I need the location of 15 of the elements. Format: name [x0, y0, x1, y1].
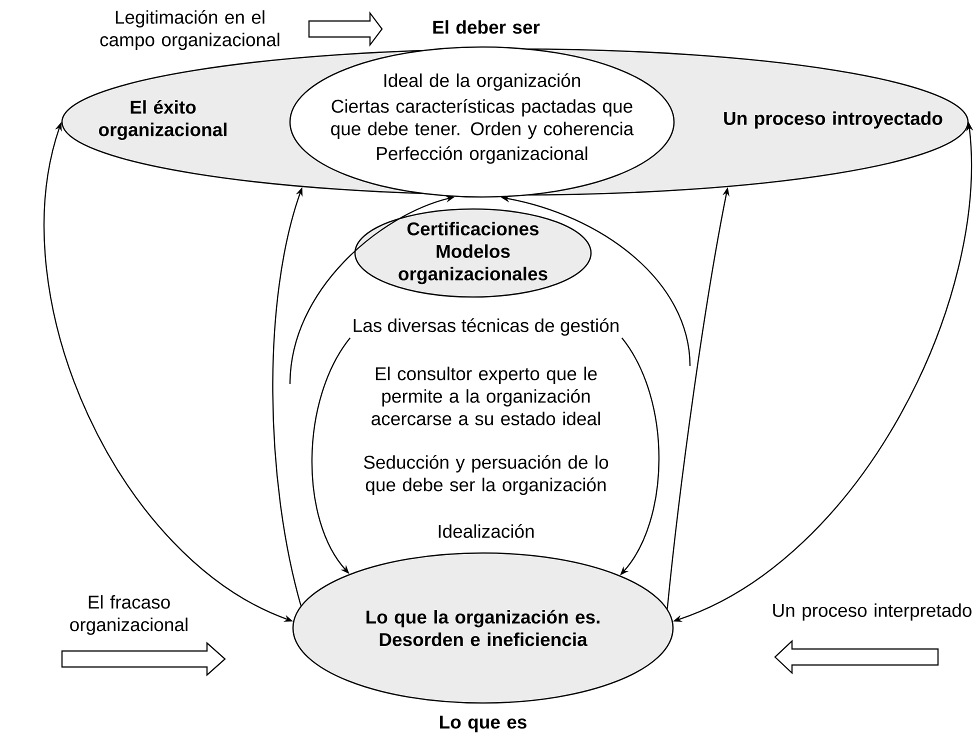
ellipse-text: Perfección organizacional	[377, 146, 588, 164]
ellipse-text: Ciertas características pactadas que que debe tener. Orden y coherencia	[331, 99, 634, 139]
ellipse-text: Certificaciones Modelos organizacionales	[398, 222, 548, 284]
label: Seducción y persuación de lo que debe ser la organización	[364, 455, 608, 495]
ellipse-text: Ideal de la organización	[384, 73, 580, 91]
label: Un proceso interpretado	[773, 603, 972, 621]
ellipse-text: Lo que la organización es. Desorden e ineficiencia	[366, 610, 600, 646]
label: El consultor experto que le permite a la organización acercarse a su estado ideal	[372, 366, 600, 426]
ellipse-text: Lo que es	[440, 716, 526, 732]
ellipse-text: El deber ser	[433, 20, 540, 34]
ellipse-text: El éxito organizacional	[98, 100, 226, 140]
text-label: Las diversas técnicas de gestión	[354, 318, 618, 336]
label: El fracaso organizacional	[70, 595, 188, 635]
ellipse-text: Un proceso introyectado	[724, 111, 942, 129]
label: Legitimación en el campo organizacional	[100, 10, 280, 50]
